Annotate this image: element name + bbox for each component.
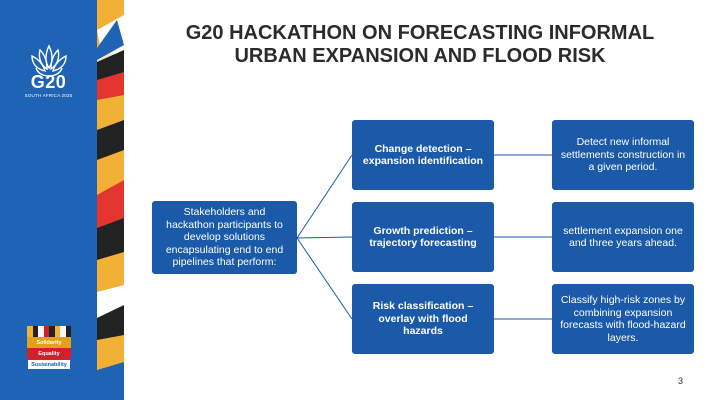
branch-node-change-detection: Change detection – expansion identificat… bbox=[352, 120, 494, 190]
slide-title: G20 HACKATHON ON FORECASTING INFORMAL UR… bbox=[150, 22, 690, 68]
g20-logo-subtext: SOUTH AFRICA 2025 bbox=[24, 93, 73, 98]
root-node: Stakeholders and hackathon participants … bbox=[152, 201, 297, 274]
pillar-sustainability: Sustainability bbox=[27, 359, 71, 370]
branch-node-risk-classification: Risk classification – overlay with flood… bbox=[352, 284, 494, 354]
pillar-equality: Equality bbox=[27, 348, 71, 359]
slide-title-line1: G20 HACKATHON ON FORECASTING INFORMAL bbox=[185, 22, 655, 44]
connector-root-branch1 bbox=[296, 154, 353, 239]
slide-title-line2: URBAN EXPANSION AND FLOOD RISK bbox=[234, 45, 606, 67]
g20-protea-logo-icon bbox=[31, 44, 67, 77]
g20-logo-text: G20 bbox=[30, 72, 67, 92]
detail-node-growth-prediction: settlement expansion one and three years… bbox=[552, 202, 694, 272]
detail-node-change-detection: Detect new informal settlements construc… bbox=[552, 120, 694, 190]
connector-root-branch3 bbox=[296, 237, 353, 320]
decorative-pattern-strip bbox=[97, 0, 124, 400]
branch-node-growth-prediction: Growth prediction – trajectory forecasti… bbox=[352, 202, 494, 272]
pillars-pattern-strip bbox=[27, 326, 71, 337]
pillar-solidarity: Solidarity bbox=[27, 337, 71, 348]
page-number: 3 bbox=[677, 376, 683, 386]
pillars-badge: Solidarity Equality Sustainability bbox=[27, 326, 71, 370]
connector-root-branch2 bbox=[296, 236, 353, 239]
detail-node-risk-classification: Classify high-risk zones by combining ex… bbox=[552, 284, 694, 354]
sidebar: G20 SOUTH AFRICA 2025 Solidarity Equalit… bbox=[0, 0, 97, 400]
